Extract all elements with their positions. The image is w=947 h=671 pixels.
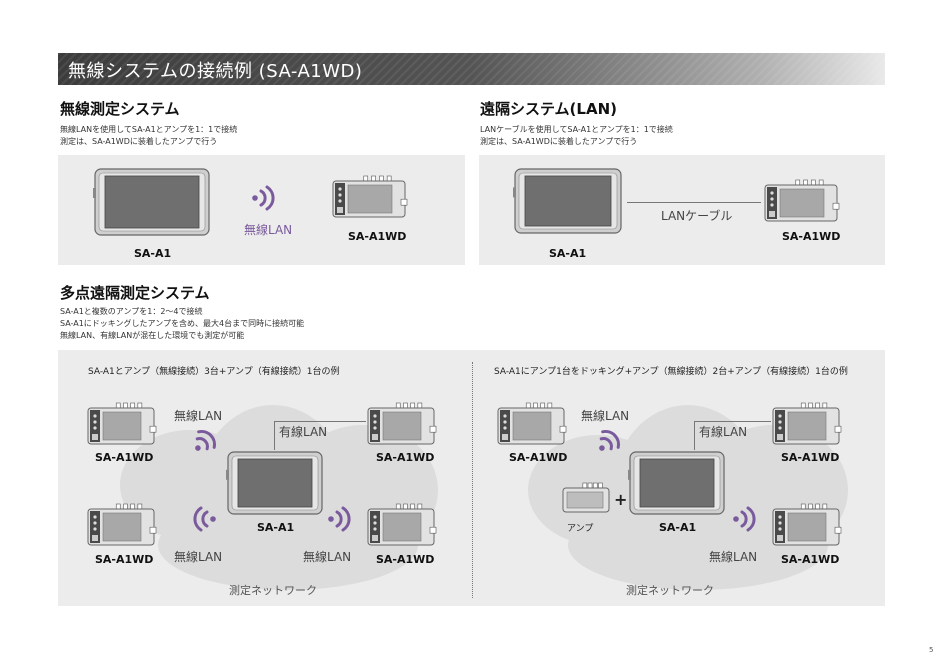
tablet-device	[628, 450, 726, 516]
amp-label: SA-A1WD	[376, 553, 435, 566]
tablet-device	[226, 450, 324, 516]
multi-desc-line: 無線LAN、有線LANが混在した環境でも測定が可能	[60, 331, 245, 340]
multi-desc-line: SA-A1と複数のアンプを1：2〜4で接続	[60, 307, 203, 316]
amp-label: SA-A1WD	[782, 230, 841, 243]
remote-desc: LANケーブルを使用してSA-A1とアンプを1：1で接続 測定は、SA-A1WD…	[480, 124, 673, 148]
amp-device	[331, 175, 409, 219]
right-example-caption: SA-A1にアンプ1台をドッキング+アンプ（無線接続）2台+アンプ（有線接続）1…	[494, 367, 848, 377]
lan-cable-line	[627, 202, 761, 203]
wired-lan-line	[694, 421, 695, 450]
wired-lan-line	[694, 421, 771, 422]
docked-amp-device	[561, 482, 613, 514]
remote-desc-line: LANケーブルを使用してSA-A1とアンプを1：1で接続	[480, 125, 673, 134]
tablet-label: SA-A1	[257, 521, 295, 534]
remote-title: 遠隔システム(LAN)	[480, 100, 617, 118]
wireless-lan-label: 無線LAN	[581, 409, 630, 423]
wireless-link-label: 無線LAN	[244, 223, 293, 237]
section-banner: 無線システムの接続例 (SA-A1WD)	[58, 53, 885, 85]
amp-device	[366, 402, 438, 446]
amp-device	[86, 503, 158, 547]
wireless-desc-line: 無線LANを使用してSA-A1とアンプを1：1で接続	[60, 125, 238, 134]
multi-panel: SA-A1とアンプ（無線接続）3台+アンプ（有線接続）1台の例 SA-A1WD …	[58, 350, 885, 606]
wifi-icon	[733, 506, 759, 532]
amp-device	[86, 402, 158, 446]
amp-label: SA-A1WD	[509, 451, 568, 464]
amp-device	[763, 179, 841, 223]
remote-panel: SA-A1 LANケーブル SA-A1WD	[479, 155, 885, 265]
wifi-icon	[328, 506, 354, 532]
amp-label: SA-A1WD	[781, 553, 840, 566]
wired-lan-label: 有線LAN	[279, 425, 328, 439]
wireless-panel: SA-A1 無線LAN SA-A1WD	[58, 155, 465, 265]
multi-desc-line: SA-A1にドッキングしたアンプを含め、最大4台まで同時に接続可能	[60, 319, 305, 328]
panel-divider	[472, 362, 473, 598]
banner-title: 無線システムの接続例 (SA-A1WD)	[68, 61, 363, 82]
wireless-title: 無線測定システム	[60, 100, 180, 118]
lan-cable-label: LANケーブル	[661, 209, 733, 223]
amp-label: SA-A1WD	[95, 553, 154, 566]
wireless-lan-label: 無線LAN	[709, 550, 758, 564]
amp-label: SA-A1WD	[376, 451, 435, 464]
amp-label: SA-A1WD	[95, 451, 154, 464]
amp-device	[771, 402, 843, 446]
remote-desc-line: 測定は、SA-A1WDに装着したアンプで行う	[480, 137, 638, 146]
wired-lan-label: 有線LAN	[699, 425, 748, 439]
docked-amp-label: アンプ	[567, 524, 594, 534]
wifi-icon	[596, 428, 622, 454]
tablet-label: SA-A1	[549, 247, 587, 260]
multi-title: 多点遠隔測定システム	[60, 284, 210, 302]
amp-label: SA-A1WD	[781, 451, 840, 464]
left-example-caption: SA-A1とアンプ（無線接続）3台+アンプ（有線接続）1台の例	[88, 367, 340, 377]
network-label: 測定ネットワーク	[626, 584, 714, 597]
tablet-label: SA-A1	[659, 521, 697, 534]
wireless-desc: 無線LANを使用してSA-A1とアンプを1：1で接続 測定は、SA-A1WDに装…	[60, 124, 237, 148]
page-number: 5	[929, 646, 934, 654]
wireless-lan-label: 無線LAN	[174, 550, 223, 564]
wired-lan-line	[274, 421, 275, 450]
wifi-icon	[252, 185, 278, 211]
wireless-lan-label: 無線LAN	[174, 409, 223, 423]
amp-device	[771, 503, 843, 547]
plus-sign: +	[614, 490, 628, 509]
multi-desc: SA-A1と複数のアンプを1：2〜4で接続 SA-A1にドッキングしたアンプを含…	[60, 306, 304, 342]
wifi-icon	[190, 506, 216, 532]
network-label: 測定ネットワーク	[229, 584, 317, 597]
wireless-desc-line: 測定は、SA-A1WDに装着したアンプで行う	[60, 137, 218, 146]
wireless-lan-label: 無線LAN	[303, 550, 352, 564]
tablet-label: SA-A1	[134, 247, 172, 260]
tablet-device	[513, 167, 623, 235]
amp-device	[366, 503, 438, 547]
amp-label: SA-A1WD	[348, 230, 407, 243]
wifi-icon	[192, 428, 218, 454]
wired-lan-line	[274, 421, 366, 422]
amp-device	[496, 402, 568, 446]
tablet-device	[93, 167, 211, 237]
